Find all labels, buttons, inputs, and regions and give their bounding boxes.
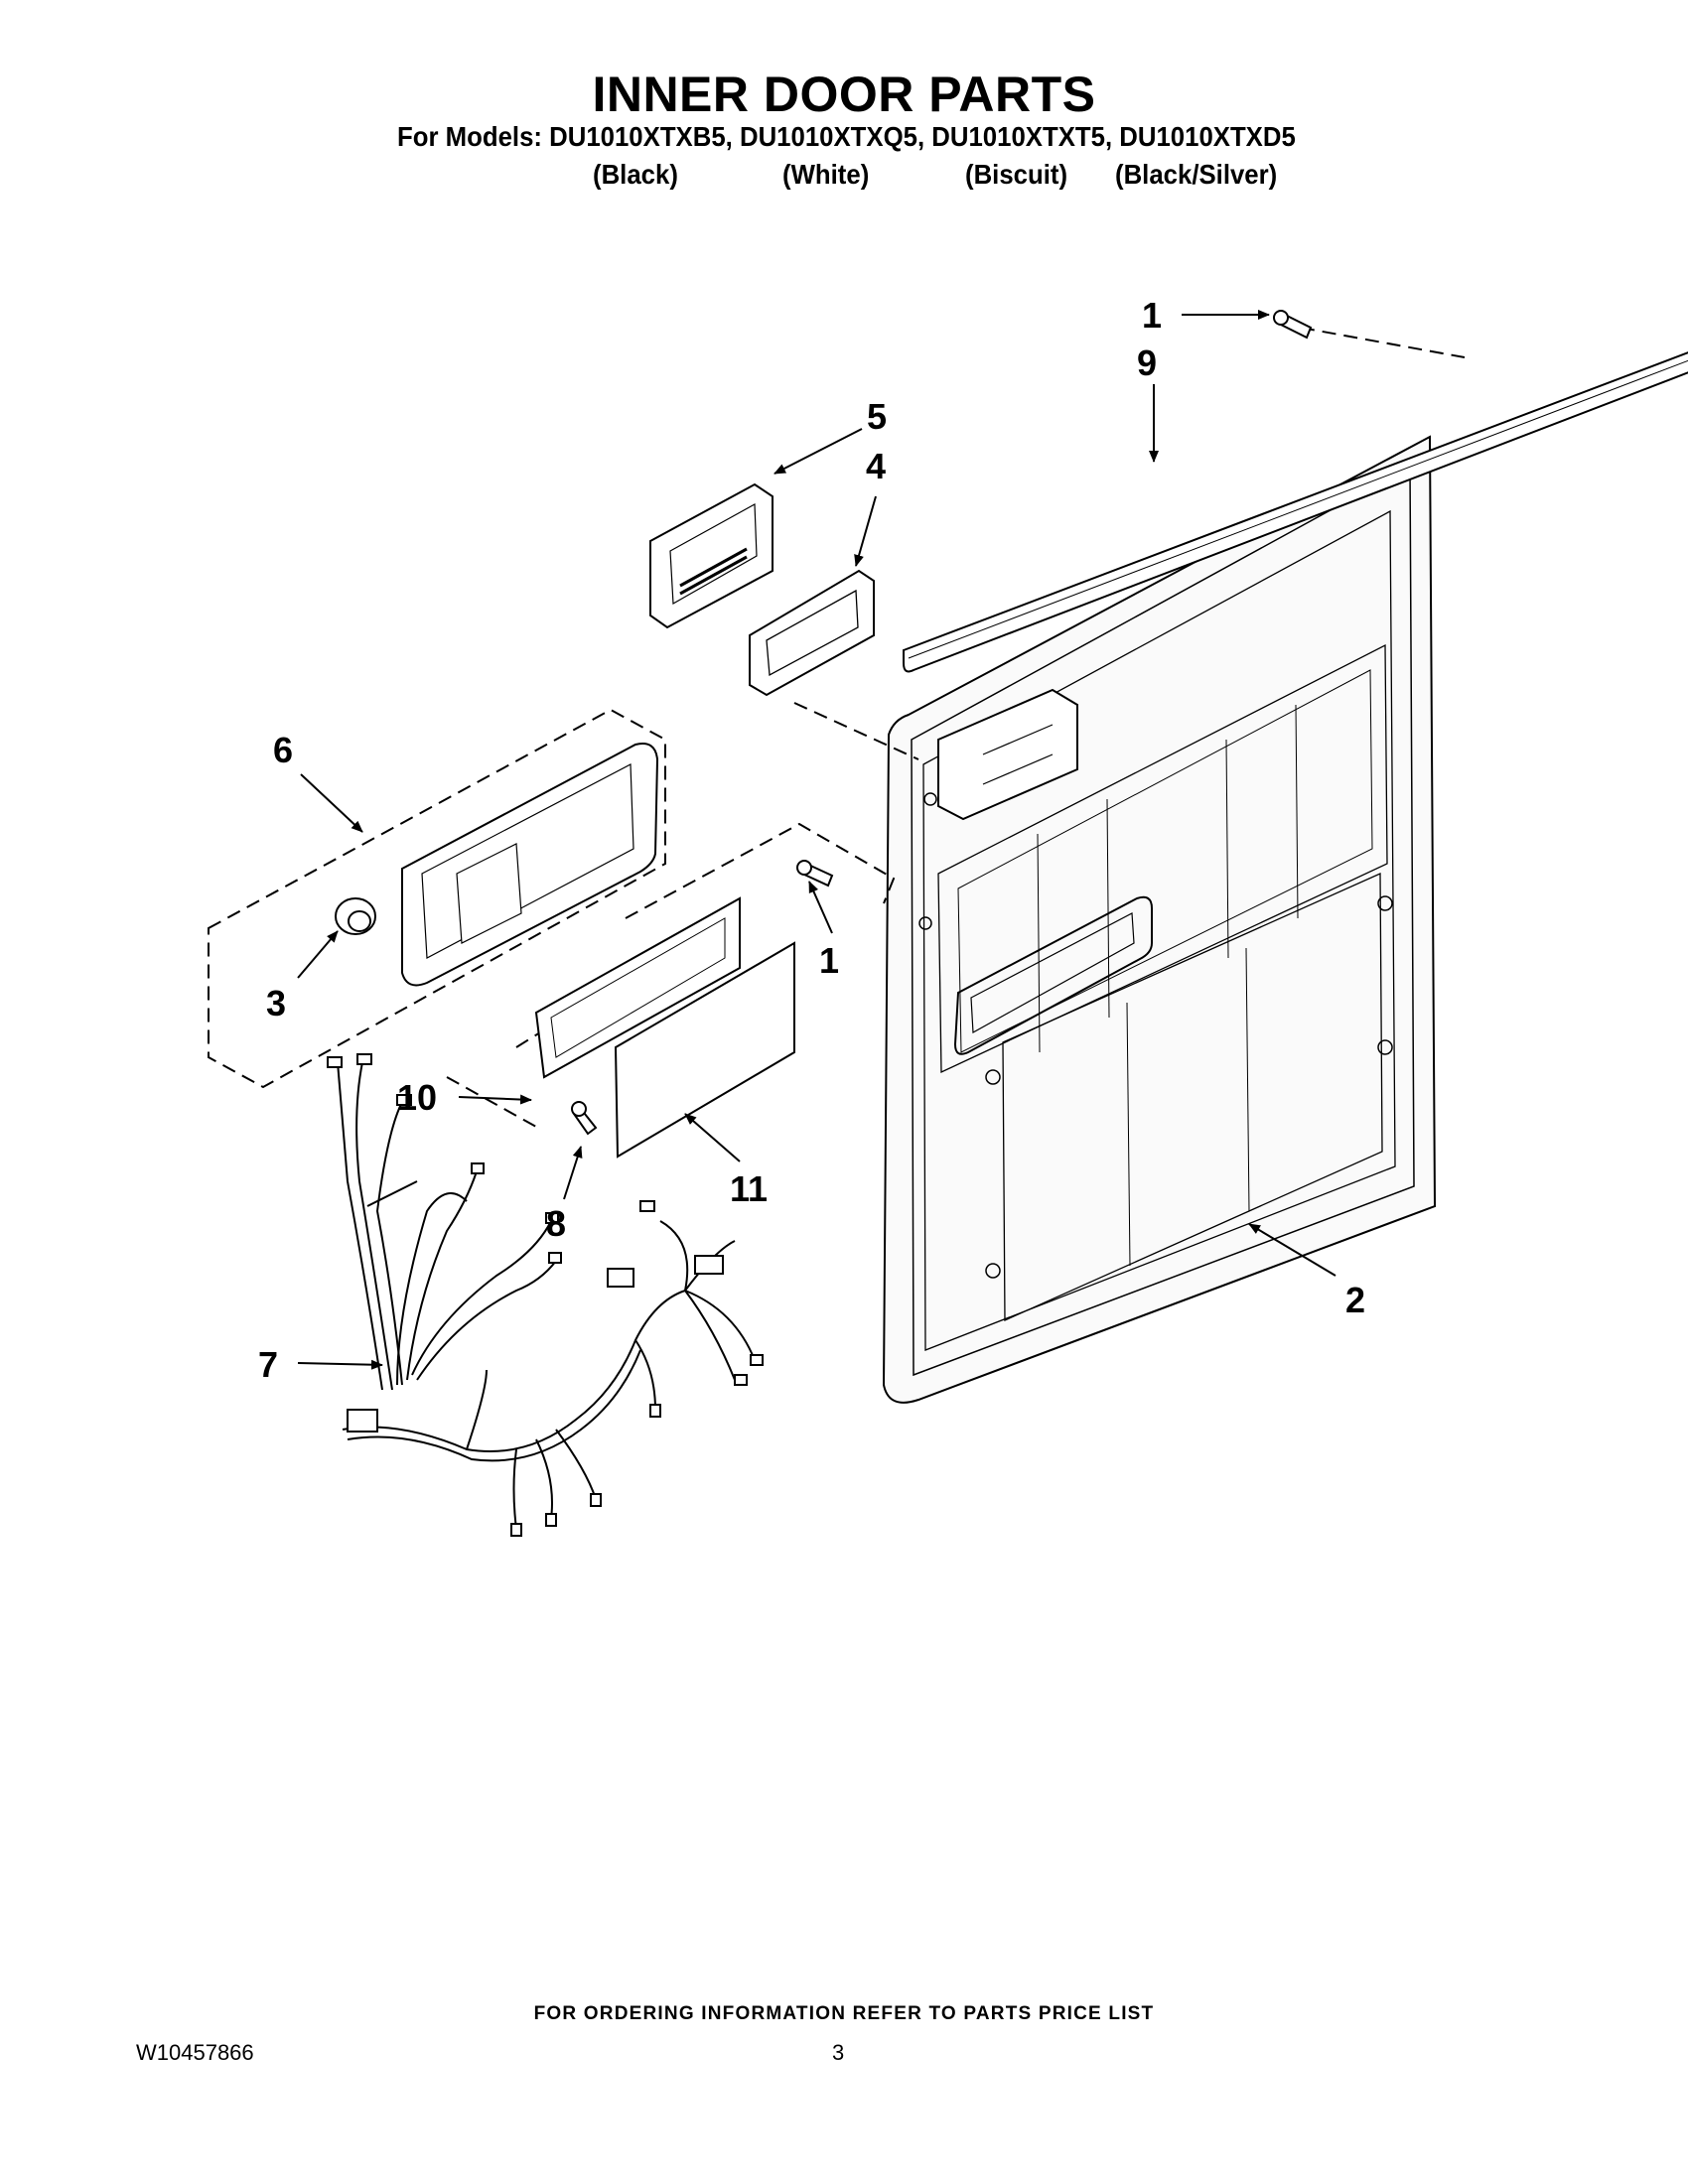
- model-colors: (Black) (White) (Biscuit) (Black/Silver): [0, 159, 1688, 195]
- top-door-trim: [903, 351, 1688, 673]
- leader-arrows: [297, 310, 1336, 1370]
- control-board-gasket: [534, 896, 741, 1079]
- callout-5: 5: [867, 396, 887, 437]
- color-label-black-silver: (Black/Silver): [1115, 159, 1278, 190]
- callout-6: 6: [273, 730, 293, 770]
- callout-1-top: 1: [1142, 295, 1162, 336]
- exploded-guide-lines: [208, 327, 1466, 1128]
- button-knob: [335, 897, 376, 935]
- dispenser-gasket: [749, 569, 875, 697]
- color-label-biscuit: (Biscuit): [965, 159, 1068, 190]
- models-line: For Models: DU1010XTXB5, DU1010XTXQ5, DU…: [397, 121, 1296, 152]
- page-title: INNER DOOR PARTS: [592, 67, 1096, 122]
- callout-9: 9: [1137, 342, 1157, 383]
- screw-top: [1273, 310, 1313, 340]
- control-console-housing: [401, 743, 659, 987]
- screw-middle: [796, 860, 834, 887]
- page-number: 3: [832, 2040, 845, 2065]
- callout-4: 4: [866, 446, 886, 486]
- document-number: W10457866: [136, 2040, 254, 2065]
- callout-10: 10: [397, 1077, 437, 1118]
- callout-1-middle: 1: [819, 940, 839, 981]
- callout-3: 3: [266, 983, 286, 1024]
- callout-2: 2: [1345, 1280, 1365, 1320]
- control-board: [614, 941, 795, 1159]
- screw-board: [571, 1101, 598, 1136]
- callout-11: 11: [730, 1168, 768, 1209]
- color-label-white: (White): [782, 159, 870, 190]
- dispenser-lid: [649, 482, 774, 629]
- callout-7: 7: [258, 1344, 278, 1385]
- inner-door-panel: [882, 435, 1437, 1404]
- color-label-black: (Black): [593, 159, 678, 190]
- ordering-note: FOR ORDERING INFORMATION REFER TO PARTS …: [533, 2003, 1155, 2024]
- wire-harness: [327, 1053, 764, 1537]
- callout-8: 8: [546, 1203, 566, 1244]
